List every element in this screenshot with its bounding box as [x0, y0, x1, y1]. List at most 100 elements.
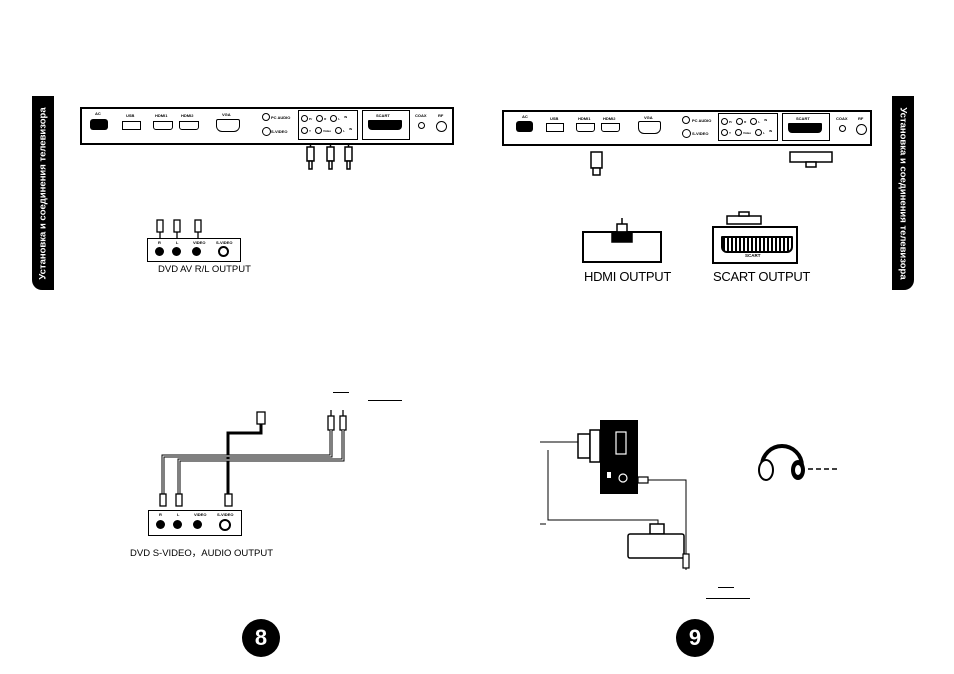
rca-jack-icon — [173, 520, 182, 529]
rca-jack-icon — [750, 118, 758, 125]
rca-plug-icon — [344, 143, 353, 170]
vga-plug-icon — [627, 523, 685, 559]
hdmi1-port-icon — [153, 121, 173, 130]
s-video-label: S-VIDEO — [692, 131, 709, 136]
rca-plug-icon — [306, 143, 315, 170]
coax-jack-icon — [839, 125, 846, 132]
dvd-l-label: L — [177, 512, 180, 517]
usb-port-icon — [122, 121, 141, 130]
av-jack: R — [736, 118, 746, 125]
page-number-right: 9 — [676, 619, 714, 657]
s-video-jack-icon — [218, 246, 229, 257]
dvd-av-output-caption: DVD AV R/L OUTPUT — [158, 264, 251, 275]
scart-plug-right — [789, 151, 833, 168]
av-jack-label: Y — [309, 128, 312, 133]
scart-output-box: SCART — [712, 226, 798, 264]
rca-jack-icon — [172, 247, 181, 256]
av-jack: Video — [735, 129, 751, 136]
av-input-block: Pr R L IN Y Video L IN — [718, 113, 778, 141]
s-video-jack-icon — [262, 127, 271, 136]
scart-plug-icon — [789, 151, 833, 168]
av-jack-label: Video — [323, 128, 332, 133]
s-video-jack-icon — [219, 519, 231, 531]
coax-label: COAX — [836, 116, 848, 121]
rca-plug-icon — [326, 143, 335, 170]
blank-underline-long — [368, 400, 402, 401]
rca-plugs-left — [306, 143, 353, 170]
av-jack: Pr — [721, 118, 732, 125]
rca-plug-icon — [159, 493, 167, 507]
hdmi-cable-plug — [611, 218, 633, 243]
hdmi1-port-icon — [576, 123, 595, 132]
hdmi1-label: HDMI1 — [578, 116, 591, 121]
vga-plug-icon — [577, 429, 601, 463]
rca-plug-icon — [194, 219, 202, 238]
cable-highlight — [162, 430, 344, 496]
av-in-label: IN — [344, 115, 348, 119]
hdmi-plug-icon — [590, 151, 603, 176]
av-in-label: IN — [764, 118, 768, 122]
dvd-s-video-label: S-VIDEO — [217, 512, 234, 517]
rca-jack-icon — [721, 118, 728, 125]
rca-jack-icon — [155, 247, 164, 256]
audio-plug-icon — [682, 553, 690, 569]
s-video-label: S-VIDEO — [271, 129, 288, 134]
dvd-video-label: VIDEO — [194, 512, 207, 517]
av-in-label: IN — [348, 127, 352, 131]
av-jack: L — [335, 127, 345, 134]
s-video-plug-icon — [224, 493, 233, 507]
av-jack-label: L — [763, 130, 765, 135]
ac-socket-icon — [516, 121, 533, 132]
rca-jack-icon — [156, 520, 165, 529]
rca-jack-icon — [301, 127, 308, 134]
av-jack-label: R — [744, 119, 747, 124]
hdmi1-label: HDMI1 — [155, 113, 168, 118]
scart-label: SCART — [376, 113, 390, 118]
page-number-left: 8 — [242, 619, 280, 657]
scart-socket-icon — [721, 236, 793, 253]
ac-label: AC — [522, 114, 528, 119]
av-jack-label: L — [338, 116, 341, 121]
audio-plug-icon — [637, 476, 649, 484]
av-top-row: Pr R L IN — [721, 118, 767, 125]
coax-label: COAX — [415, 113, 427, 118]
rca-jack-icon — [735, 129, 743, 136]
hdmi2-label: HDMI2 — [603, 116, 616, 121]
pc-connection-diagram — [540, 420, 690, 570]
rca-plugs-dvd-upper — [156, 219, 202, 238]
hdmi2-port-icon — [179, 121, 199, 130]
av-jack: L — [755, 129, 765, 136]
scart-plug-icon — [726, 211, 762, 225]
rca-jack-icon — [315, 127, 323, 134]
rca-plug-icon — [173, 219, 181, 238]
side-tab-left: Установка и соединения телевизора — [32, 96, 54, 290]
rca-jack-icon — [335, 127, 343, 134]
hdmi-output-caption: HDMI OUTPUT — [584, 269, 671, 284]
vga-label: VGA — [644, 115, 653, 120]
dvd-av-panel-upper: R L VIDEO S-VIDEO — [147, 238, 241, 262]
tv-back-panel-left: AC USB HDMI1 HDMI2 VGA PC AUDIO S-VIDEO … — [80, 107, 454, 145]
hdmi-plug-icon — [611, 218, 633, 243]
dvd-r-label: R — [159, 512, 162, 517]
scart-box-label: SCART — [745, 253, 761, 258]
av-jack: R — [316, 115, 326, 122]
pc-device-icon — [600, 420, 638, 494]
rca-jack-icon — [192, 247, 201, 256]
scart-block: SCART — [362, 110, 410, 140]
ac-socket-icon — [90, 119, 108, 130]
svideo-audio-cables — [159, 410, 347, 507]
side-tab-right: Установка и соединения телевизора — [892, 96, 914, 290]
hdmi2-label: HDMI2 — [181, 113, 194, 118]
s-video-jack-icon — [682, 129, 691, 138]
rca-jack-icon — [330, 115, 338, 122]
pc-audio-jack-icon — [262, 113, 270, 121]
vga-port-icon — [638, 121, 661, 134]
s-video-plug-icon — [256, 411, 266, 425]
rca-jack-icon — [316, 115, 324, 122]
tv-back-panel-right: AC USB HDMI1 HDMI2 VGA PC AUDIO S-VIDEO … — [502, 110, 872, 146]
av-jack: Y — [721, 129, 731, 136]
av-jack-label: L — [343, 128, 345, 133]
scart-output-caption: SCART OUTPUT — [713, 269, 811, 284]
scart-block: SCART — [782, 113, 830, 141]
dvd-svideo-output-caption: DVD S-VIDEO，AUDIO OUTPUT — [130, 548, 274, 559]
